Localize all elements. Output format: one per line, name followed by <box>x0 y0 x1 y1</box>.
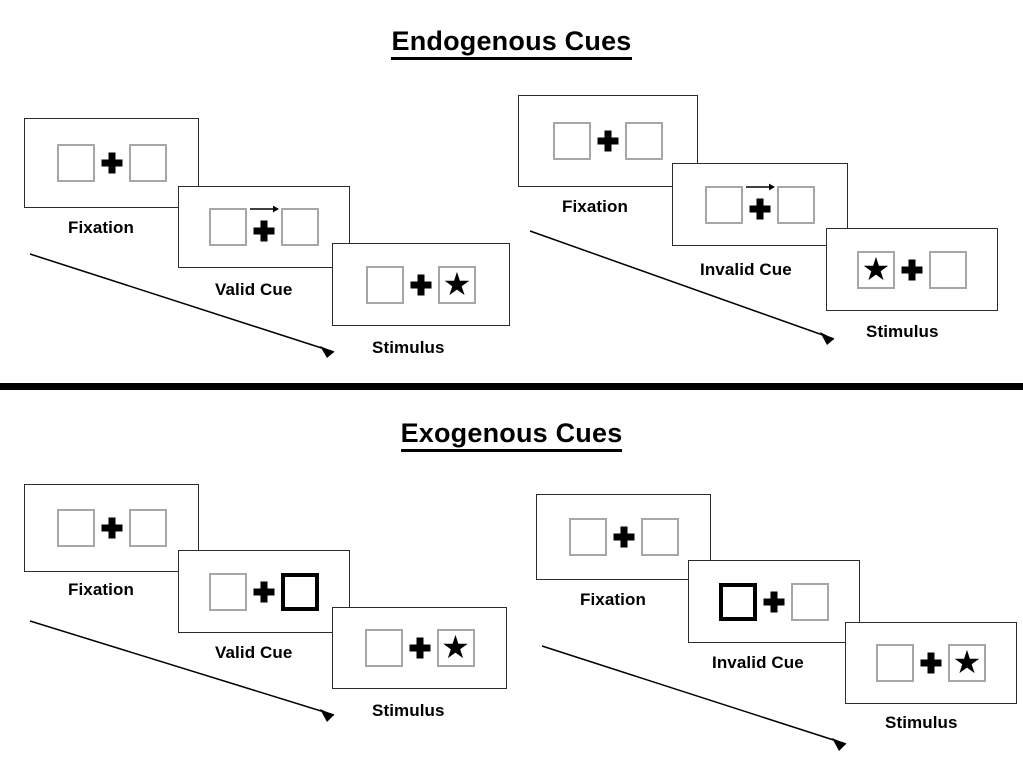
fixation-cross-icon <box>247 205 281 247</box>
frame-caption: Valid Cue <box>215 280 293 299</box>
trial-frame-invalid-cue <box>672 163 848 246</box>
fixation-cross-icon <box>895 250 929 290</box>
stimulus-box-right <box>791 582 829 621</box>
stimulus-box-right <box>777 185 815 224</box>
stimulus-box-right <box>281 208 319 246</box>
stimulus-box-right-target: ★ <box>436 629 475 667</box>
stimulus-box-left <box>366 265 404 304</box>
section-title-exogenous-text: Exogenous Cues <box>400 418 623 452</box>
star-target-icon: ★ <box>952 644 982 680</box>
fixation-cross-icon <box>591 121 625 161</box>
trial-frame-valid-cue <box>178 186 350 268</box>
stimulus-box-right <box>640 518 679 556</box>
stimulus-box-left <box>209 572 247 611</box>
trial-frame-fixation <box>518 95 698 187</box>
stimulus-box-left <box>364 629 403 667</box>
stimulus-box-left-cued <box>719 582 757 621</box>
frame-caption: Fixation <box>562 197 628 216</box>
stimulus-box-left <box>568 518 607 556</box>
stimulus-box-right <box>929 250 967 289</box>
section-title-endogenous-text: Endogenous Cues <box>391 26 632 60</box>
fixation-cross-icon <box>247 572 281 612</box>
fixation-cross-icon <box>757 582 791 622</box>
stimulus-box-right-target: ★ <box>438 265 476 304</box>
frame-caption: Stimulus <box>885 713 958 732</box>
frame-caption: Fixation <box>580 590 646 609</box>
stimulus-box-right <box>128 509 167 547</box>
fixation-cross-icon <box>95 143 129 183</box>
section-title-endogenous: Endogenous Cues <box>0 26 1023 60</box>
star-target-icon: ★ <box>442 265 472 302</box>
time-arrow-exogenous-right <box>541 645 847 751</box>
fixation-cross-icon <box>95 508 129 548</box>
stimulus-box-left <box>56 144 95 182</box>
stimulus-box-left <box>56 509 95 547</box>
arrow-cue-right-icon <box>746 183 775 190</box>
star-target-icon: ★ <box>441 629 470 665</box>
frame-caption: Valid Cue <box>215 643 293 662</box>
frame-caption: Fixation <box>68 580 134 599</box>
stimulus-box-right <box>128 144 167 182</box>
trial-frame-valid-cue <box>178 550 350 633</box>
trial-frame-stimulus: ★ <box>826 228 998 311</box>
trial-frame-invalid-cue <box>688 560 860 643</box>
star-target-icon: ★ <box>861 250 891 287</box>
frame-caption: Stimulus <box>866 322 939 341</box>
trial-frame-fixation <box>24 118 199 208</box>
frame-caption: Fixation <box>68 218 134 237</box>
stimulus-box-right-cued <box>281 572 319 611</box>
trial-frame-stimulus: ★ <box>845 622 1017 704</box>
fixation-cross-icon <box>404 265 438 305</box>
fixation-cross-icon <box>403 628 437 668</box>
stimulus-box-left <box>553 122 591 160</box>
frame-caption: Invalid Cue <box>712 653 804 672</box>
stimulus-box-right <box>625 122 663 160</box>
arrow-cue-right-icon <box>250 205 279 213</box>
frame-caption: Invalid Cue <box>700 260 792 279</box>
section-title-exogenous: Exogenous Cues <box>0 418 1023 452</box>
stimulus-box-left <box>876 644 914 682</box>
fixation-cross-icon <box>914 643 948 683</box>
stimulus-box-left <box>209 208 247 246</box>
trial-frame-fixation <box>24 484 199 572</box>
frame-caption: Stimulus <box>372 701 445 720</box>
trial-frame-stimulus: ★ <box>332 607 507 689</box>
section-divider <box>0 383 1023 390</box>
stimulus-box-left <box>705 185 743 224</box>
stimulus-box-right-target: ★ <box>948 644 986 682</box>
trial-frame-fixation <box>536 494 711 580</box>
stimulus-box-left-target: ★ <box>857 250 895 289</box>
fixation-cross-icon <box>743 183 777 225</box>
fixation-cross-icon <box>607 517 641 557</box>
trial-frame-stimulus: ★ <box>332 243 510 326</box>
frame-caption: Stimulus <box>372 338 445 357</box>
